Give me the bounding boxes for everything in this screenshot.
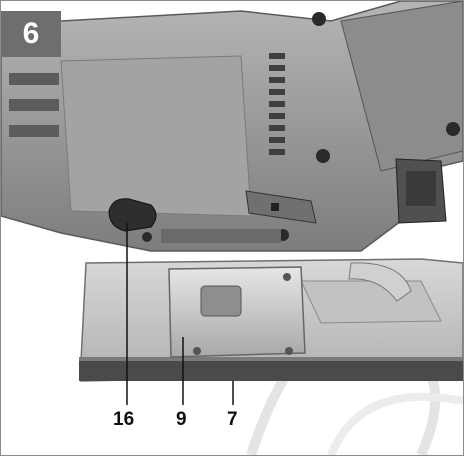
callout-16: 16	[113, 409, 135, 430]
callout-9: 9	[176, 409, 187, 430]
callout-7: 7	[227, 409, 238, 430]
lever-16	[108, 198, 157, 232]
step-number-badge: 6	[1, 11, 61, 57]
